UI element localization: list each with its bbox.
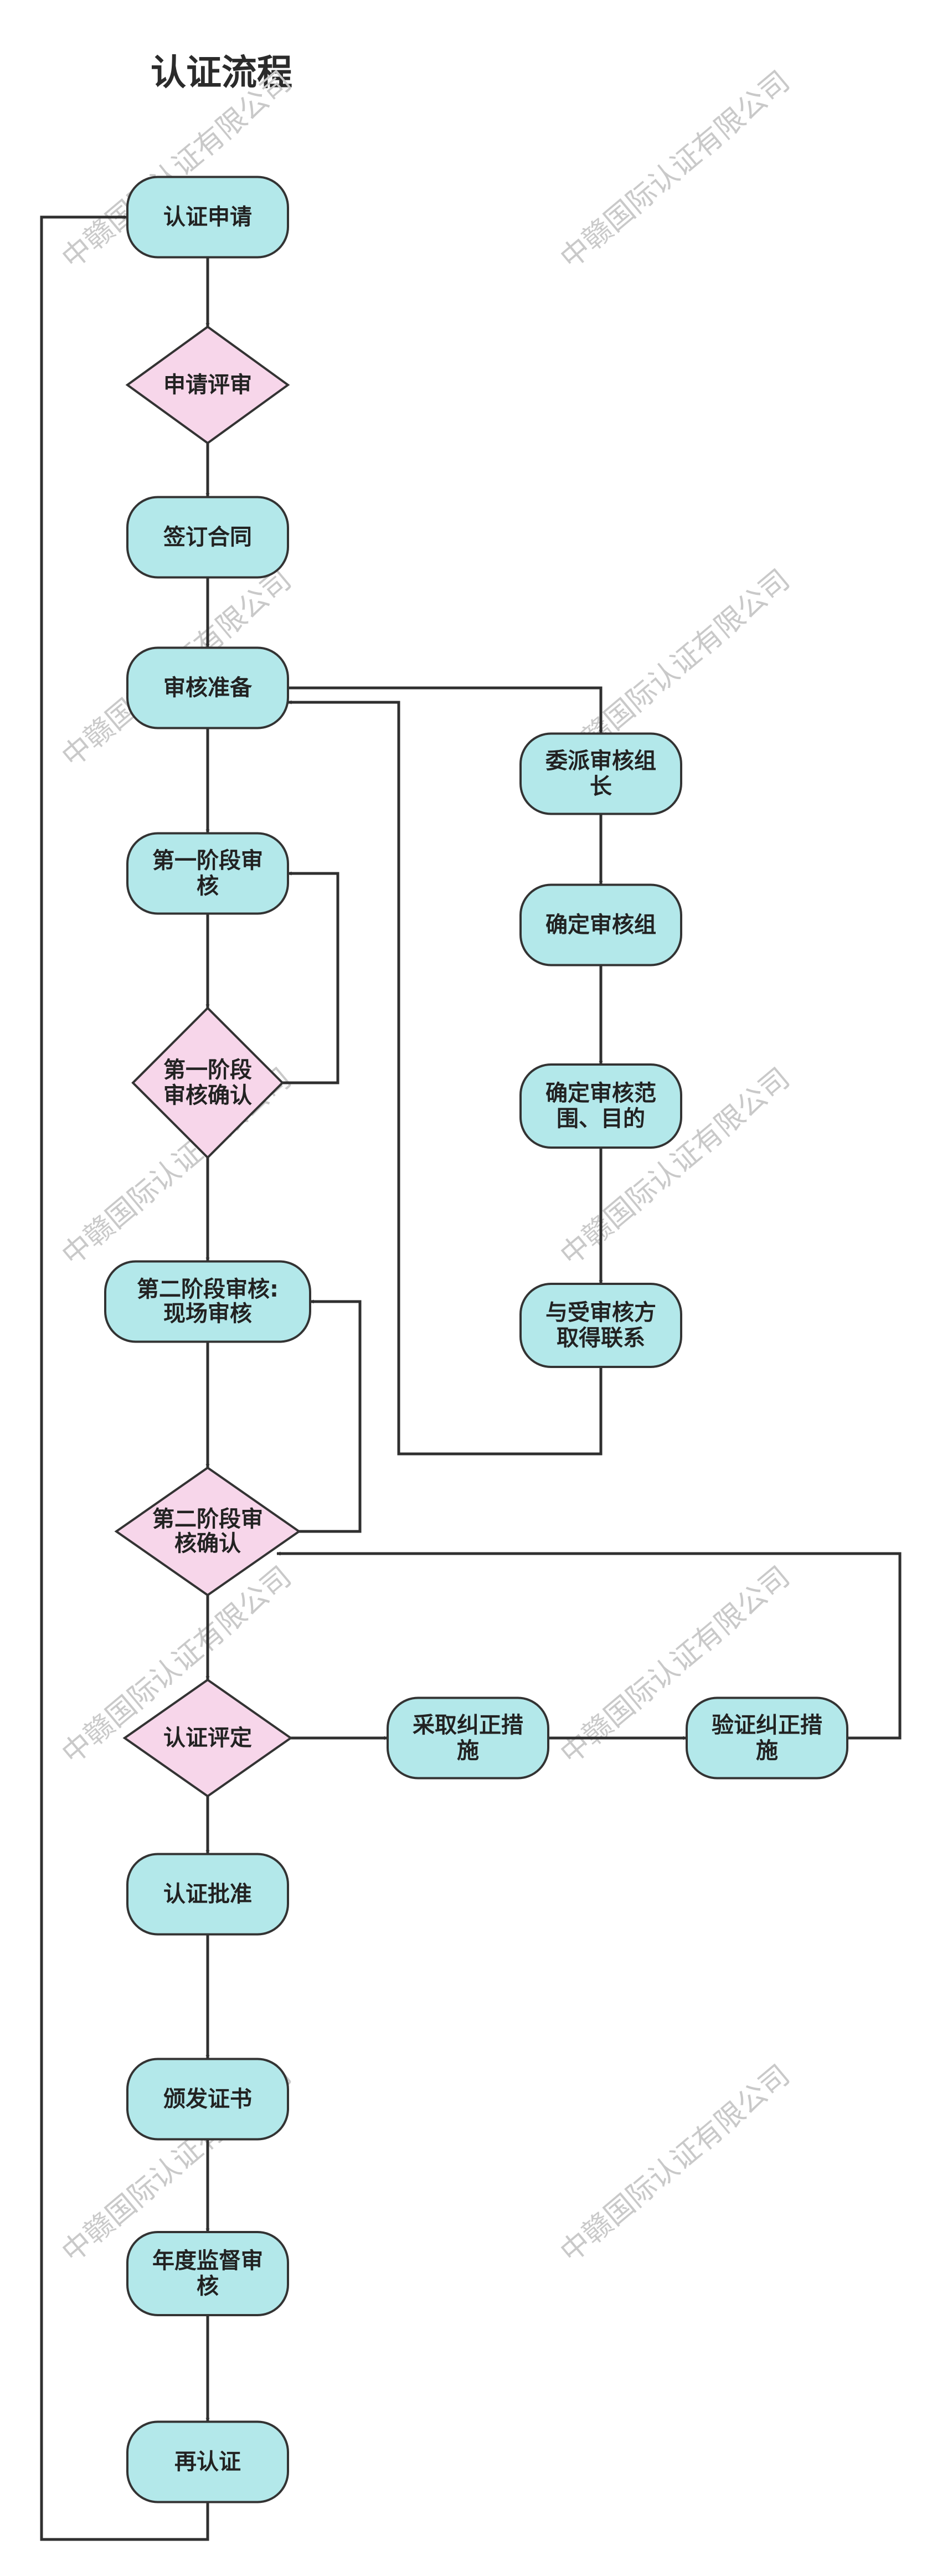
node-label: 长 (590, 774, 612, 799)
process-box (126, 496, 289, 579)
node-label: 第二阶段审核: (137, 1277, 279, 1302)
node-label: 现场审核 (163, 1301, 252, 1326)
node-confirm-team: 确定审核组 (519, 883, 682, 966)
node-review-app: 申请评审 (125, 325, 290, 445)
node-cert-eval: 认证评定 (122, 1678, 293, 1798)
process-box (126, 832, 289, 915)
process-box (519, 1063, 682, 1149)
decision-diamond (125, 325, 290, 445)
node-label: 委派审核组 (545, 748, 656, 774)
process-box (126, 2420, 289, 2503)
node-apply: 认证申请 (126, 176, 289, 259)
node-label: 再认证 (174, 2449, 241, 2475)
process-box (686, 1696, 848, 1780)
node-label: 施 (756, 1738, 778, 1763)
node-label: 与受审核方 (545, 1300, 656, 1325)
node-label: 围、目的 (557, 1106, 645, 1132)
node-label: 认证批准 (163, 1881, 252, 1907)
node-label: 第一阶段 (163, 1057, 252, 1083)
decision-diamond (131, 1006, 284, 1159)
node-label: 第一阶段审 (152, 848, 263, 873)
node-label: 施 (457, 1738, 479, 1763)
process-box (126, 2058, 289, 2141)
node-label: 认证评定 (163, 1725, 252, 1751)
node-issue-cert: 颁发证书 (126, 2058, 289, 2141)
node-label: 取得联系 (557, 1325, 645, 1351)
node-label: 签订合同 (163, 525, 252, 550)
node-label: 颁发证书 (163, 2086, 252, 2112)
process-box (519, 732, 682, 815)
process-box (519, 1283, 682, 1368)
watermark-text: 中赣国际认证有限公司 (554, 2059, 796, 2269)
page-title: 认证流程 (151, 53, 292, 94)
node-label: 审核准备 (163, 675, 253, 701)
node-label: 核确认 (174, 1531, 241, 1556)
node-stage2-audit: 第二阶段审核:现场审核 (104, 1260, 311, 1343)
node-label: 年度监督审 (152, 2248, 263, 2274)
node-label: 确定审核组 (545, 912, 656, 938)
process-box (104, 1260, 311, 1343)
node-label: 采取纠正措 (413, 1713, 523, 1738)
process-box (519, 883, 682, 966)
process-box (126, 2231, 289, 2316)
node-label: 申请评审 (163, 372, 252, 398)
flow-arrow (287, 700, 603, 1456)
nodes: 认证申请申请评审签订合同审核准备委派审核组长确定审核组确定审核范围、目的与受审核… (104, 176, 848, 2503)
decision-diamond (122, 1678, 293, 1798)
node-audit-prep: 审核准备 (126, 646, 289, 729)
node-cert-approve: 认证批准 (126, 1853, 289, 1936)
watermark-text: 中赣国际认证有限公司 (554, 65, 796, 275)
process-box (126, 176, 289, 259)
connectors (40, 215, 902, 2541)
decision-diamond (114, 1466, 301, 1597)
node-label: 确定审核范 (545, 1081, 656, 1106)
process-box (126, 646, 289, 729)
node-contract: 签订合同 (126, 496, 289, 579)
node-label: 核 (197, 873, 219, 899)
node-label: 验证纠正措 (712, 1713, 822, 1738)
node-label: 核 (197, 2274, 219, 2299)
flow-arrow (282, 871, 339, 1084)
node-label: 第二阶段审 (152, 1506, 263, 1532)
node-recert: 再认证 (126, 2420, 289, 2503)
flow-arrow (276, 1551, 902, 1740)
node-label: 审核确认 (163, 1083, 252, 1108)
flow-arrow (288, 686, 603, 734)
node-label: 认证申请 (163, 204, 252, 230)
flow-arrow (299, 1299, 362, 1533)
flow-arrow (40, 215, 209, 2541)
process-box (126, 1853, 289, 1936)
process-box (387, 1696, 549, 1780)
